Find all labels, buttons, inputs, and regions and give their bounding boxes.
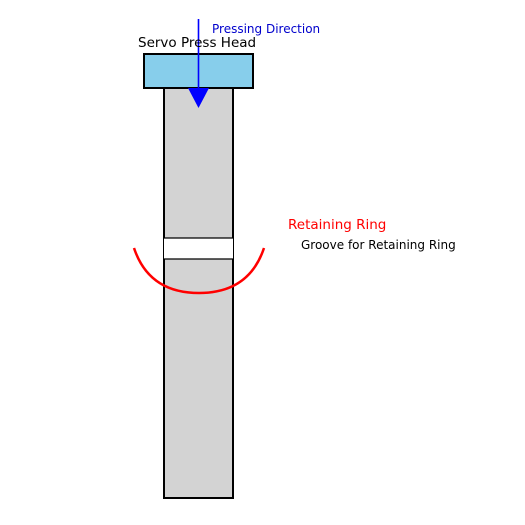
groove-label: Groove for Retaining Ring: [301, 238, 456, 252]
retaining-ring-groove: [164, 238, 233, 259]
pressing-direction-label: Pressing Direction: [212, 22, 320, 36]
retaining-ring-arc: [132, 247, 266, 295]
pressing-direction-arrowhead: [188, 88, 209, 108]
press-head-label: Servo Press Head: [138, 35, 256, 51]
retaining-ring-label: Retaining Ring: [288, 217, 386, 233]
